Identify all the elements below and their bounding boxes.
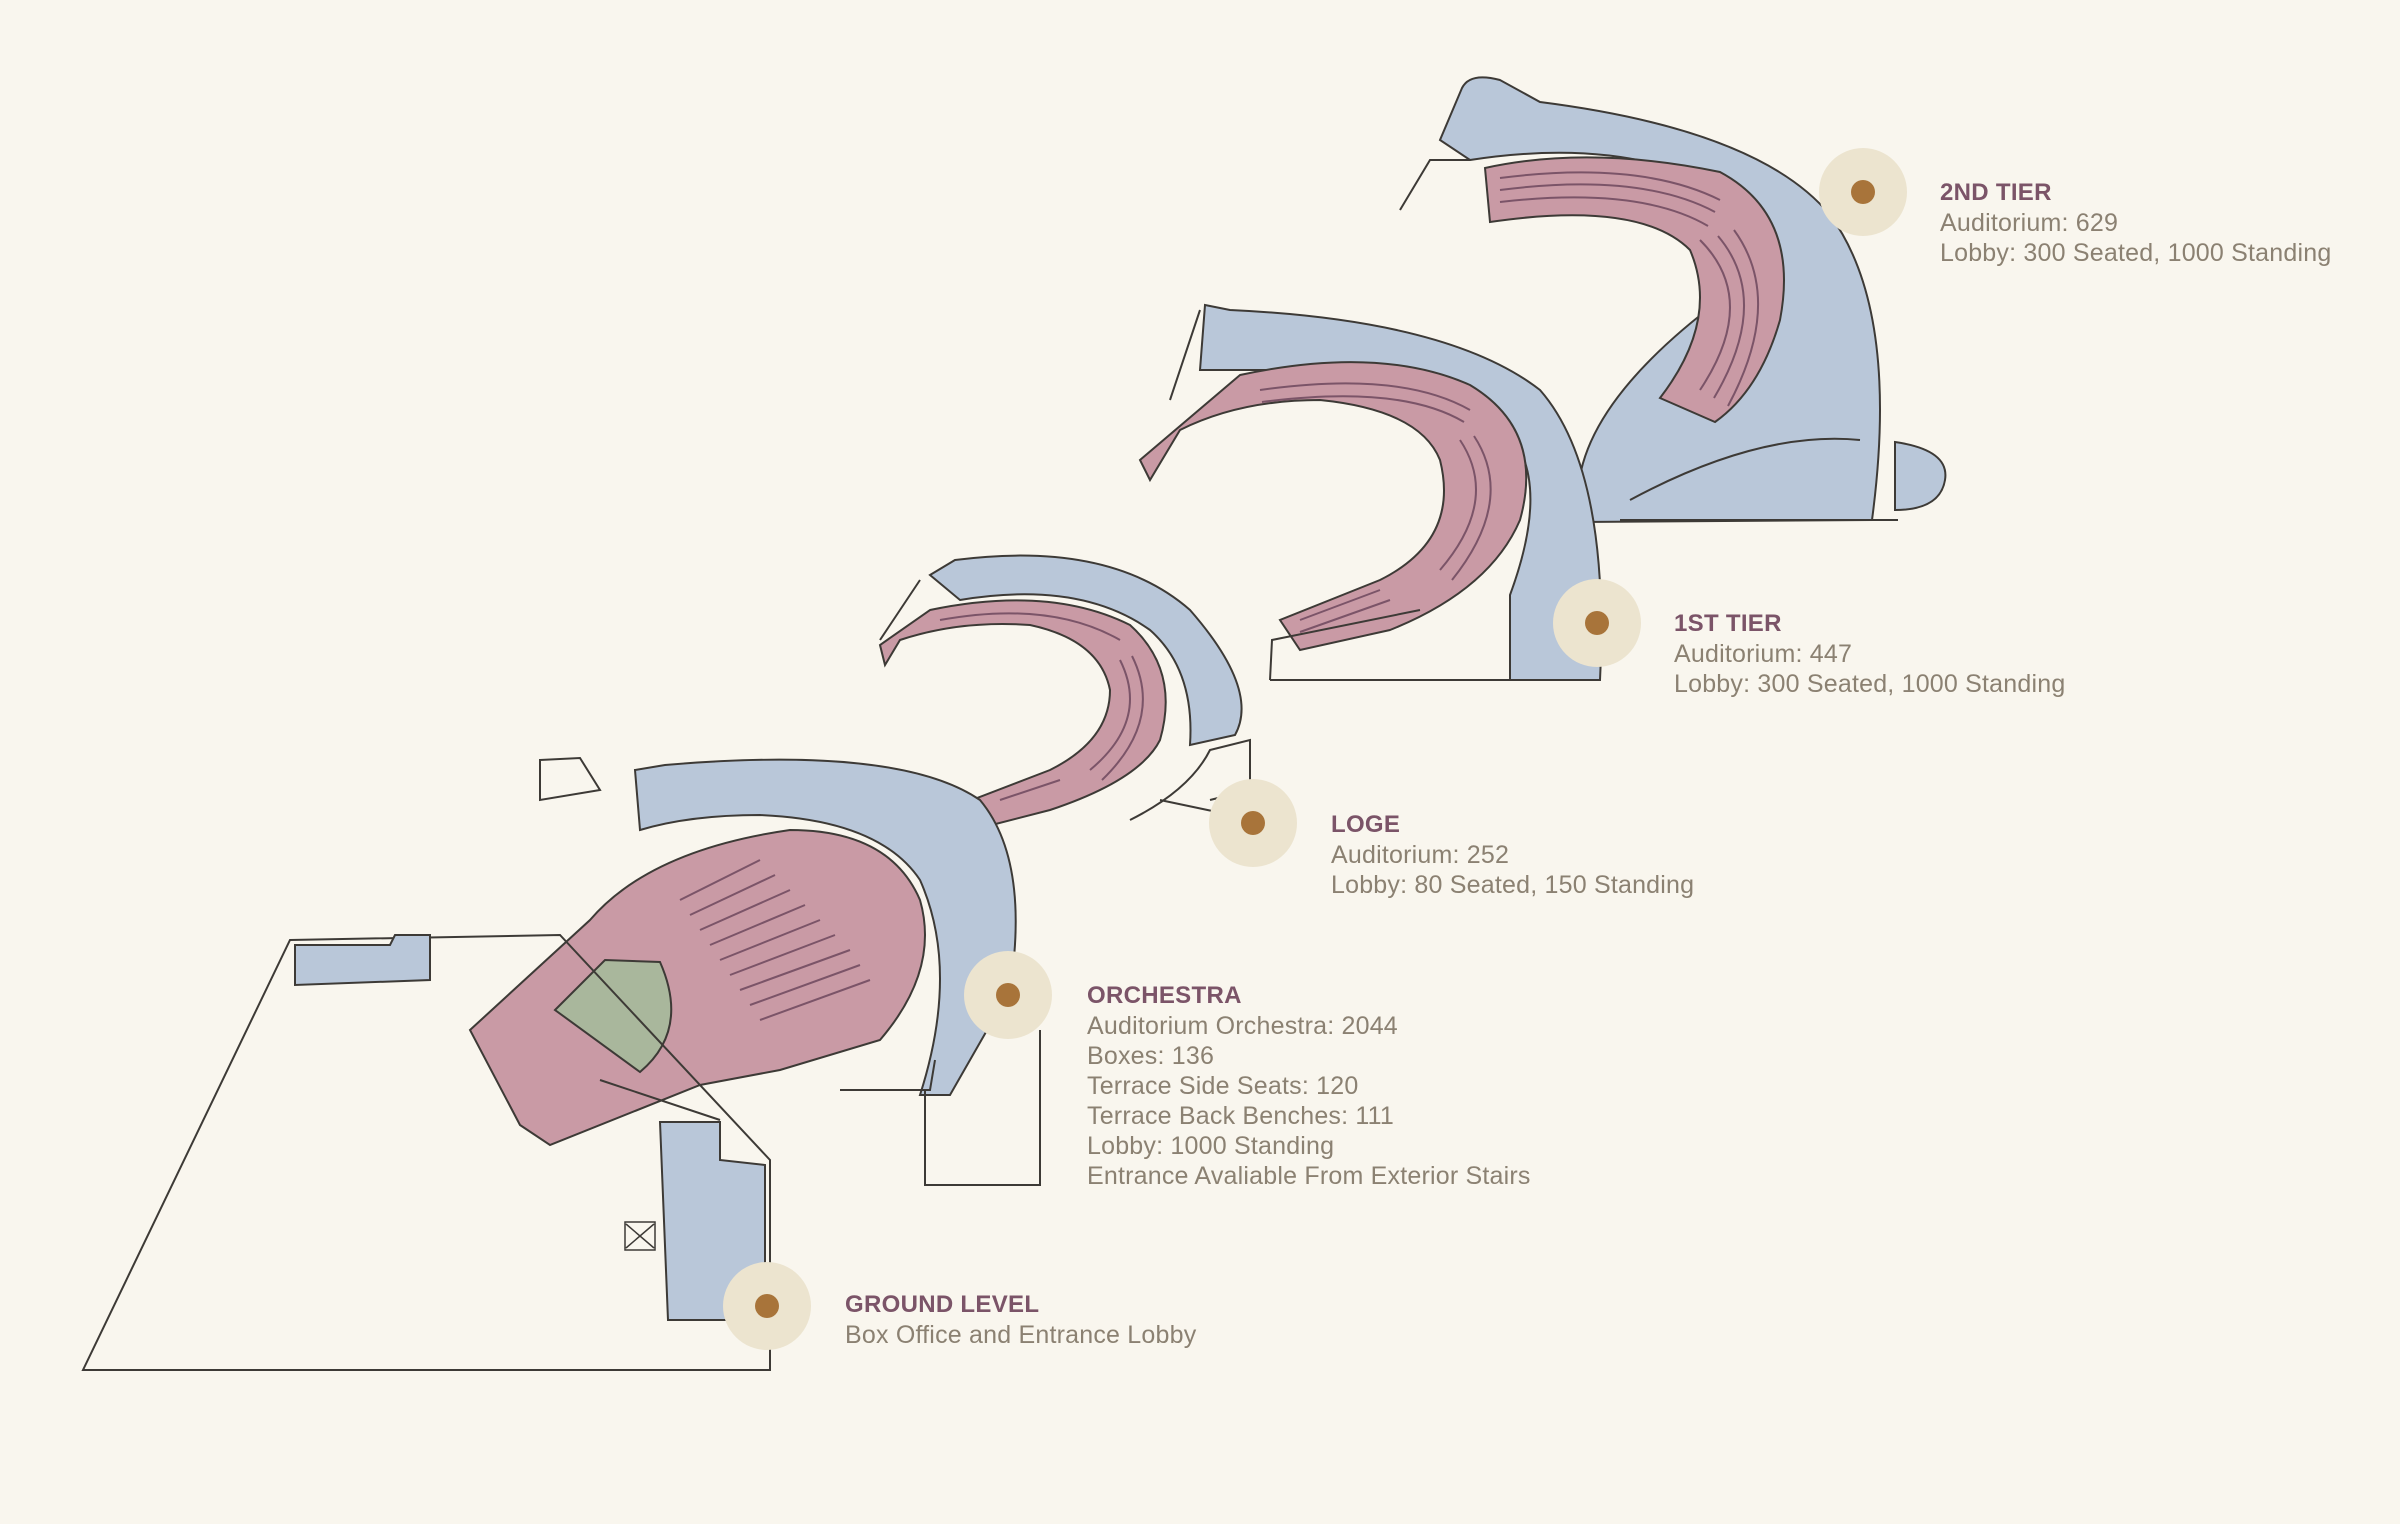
- level-detail: Auditorium Orchestra: 2044: [1087, 1012, 1398, 1040]
- location-dot-icon: [1585, 611, 1609, 635]
- lobby-loge: [928, 554, 1243, 747]
- label-2nd-tier: 2ND TIER Auditorium: 629 Lobby: 300 Seat…: [1940, 178, 2331, 268]
- level-detail: Lobby: 80 Seated, 150 Standing: [1331, 871, 1695, 899]
- floor-orchestra: [468, 756, 1041, 1186]
- location-dot-icon: [996, 983, 1020, 1007]
- lobby-orchestra: [633, 758, 1017, 1096]
- level-title: ORCHESTRA: [1087, 982, 1242, 1009]
- label-ground-level: GROUND LEVEL Box Office and Entrance Lob…: [845, 1290, 1196, 1350]
- location-dot-icon: [755, 1294, 779, 1318]
- level-detail: Entrance Avaliable From Exterior Stairs: [1087, 1162, 1531, 1190]
- seat-rows-loge: [939, 612, 1144, 801]
- outline-ground-stairs: [624, 1221, 656, 1251]
- level-detail: Terrace Back Benches: 111: [1087, 1102, 1395, 1130]
- location-dot-icon: [1851, 180, 1875, 204]
- floor-1st-tier: [1138, 303, 1603, 681]
- floor-ground-level: [81, 933, 771, 1371]
- marker-ground-level[interactable]: [723, 1262, 811, 1350]
- marker-orchestra[interactable]: [964, 951, 1052, 1039]
- level-detail: Lobby: 300 Seated, 1000 Standing: [1940, 239, 2332, 267]
- location-dot-icon: [1241, 811, 1265, 835]
- level-detail: Box Office and Entrance Lobby: [845, 1321, 1197, 1349]
- level-title: 1ST TIER: [1674, 610, 1782, 637]
- level-detail: Lobby: 1000 Standing: [1087, 1132, 1335, 1160]
- level-detail: Lobby: 300 Seated, 1000 Standing: [1674, 670, 2066, 698]
- auditorium-1st-tier: [1138, 361, 1528, 652]
- auditorium-loge: [878, 599, 1167, 830]
- seat-rows-2nd-tier: [1499, 171, 1760, 407]
- level-detail: Auditorium: 252: [1331, 841, 1510, 869]
- marker-2nd-tier[interactable]: [1819, 148, 1907, 236]
- outline-orchestra: [539, 756, 1041, 1186]
- level-detail: Boxes: 136: [1087, 1042, 1215, 1070]
- outline-1st-tier: [1169, 309, 1600, 681]
- label-orchestra: ORCHESTRA Auditorium Orchestra: 2044 Box…: [1087, 981, 1531, 1191]
- seat-rows-1st-tier: [1259, 382, 1492, 633]
- level-title: 2ND TIER: [1940, 179, 2052, 206]
- level-detail: Auditorium: 629: [1940, 209, 2119, 237]
- auditorium-orchestra: [468, 828, 926, 1147]
- marker-1st-tier[interactable]: [1553, 579, 1641, 667]
- marker-loge[interactable]: [1209, 779, 1297, 867]
- lobby-2nd-tier-bay: [1894, 440, 1947, 512]
- level-detail: Auditorium: 447: [1674, 640, 1853, 668]
- stage-orchestra: [553, 958, 673, 1074]
- lobby-ground: [658, 1121, 766, 1321]
- label-loge: LOGE Auditorium: 252 Lobby: 80 Seated, 1…: [1331, 810, 1694, 900]
- label-1st-tier: 1ST TIER Auditorium: 447 Lobby: 300 Seat…: [1674, 609, 2065, 699]
- auditorium-2nd-tier: [1483, 156, 1785, 424]
- lobby-ground-back: [294, 934, 431, 987]
- level-title: GROUND LEVEL: [845, 1291, 1040, 1318]
- seat-rows-orchestra: [679, 859, 871, 1021]
- outline-2nd-tier: [1399, 159, 1898, 521]
- level-title: LOGE: [1331, 811, 1401, 838]
- level-detail: Terrace Side Seats: 120: [1087, 1072, 1359, 1100]
